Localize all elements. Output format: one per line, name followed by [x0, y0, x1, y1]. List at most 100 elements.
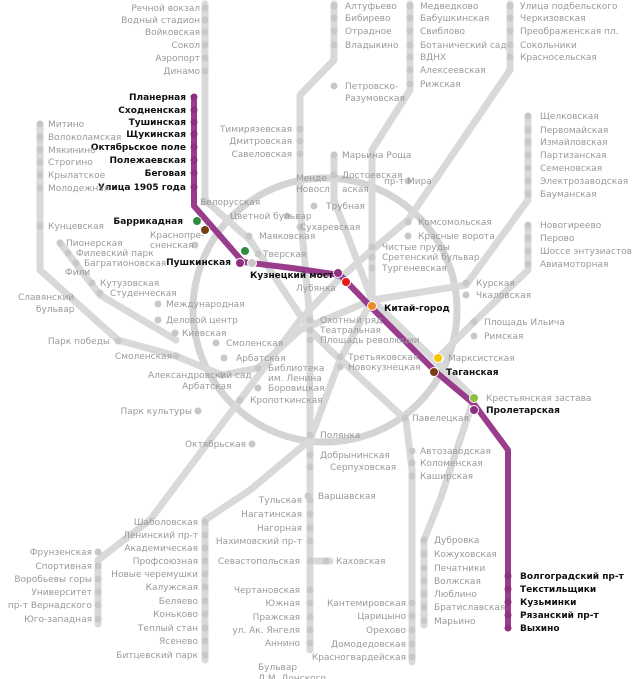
- station-label[interactable]: Речной вокзал: [131, 4, 200, 14]
- station-dot[interactable]: [171, 329, 179, 337]
- station-dot[interactable]: [201, 597, 209, 605]
- station-dot[interactable]: [96, 289, 104, 297]
- station-dot[interactable]: [154, 300, 162, 308]
- station-dot[interactable]: [201, 610, 209, 618]
- transfer-dot[interactable]: [333, 268, 343, 278]
- transfer-dot[interactable]: [469, 393, 479, 403]
- station-dot[interactable]: [420, 603, 428, 611]
- station-label[interactable]: Фрунзенская: [30, 548, 92, 558]
- station-label[interactable]: Теплый стан: [137, 624, 198, 634]
- station-label[interactable]: Бульвар: [258, 663, 297, 673]
- station-label[interactable]: Мякинино: [48, 146, 96, 156]
- station-label[interactable]: Кузьминки: [520, 598, 576, 608]
- station-dot[interactable]: [201, 67, 209, 75]
- station-dot[interactable]: [248, 440, 256, 448]
- station-label[interactable]: Маяковская: [259, 232, 315, 242]
- transfer-dot[interactable]: [247, 258, 257, 268]
- station-label[interactable]: Академическая: [124, 544, 198, 554]
- station-label[interactable]: Владыкино: [345, 41, 399, 51]
- station-label[interactable]: Дубровка: [434, 536, 479, 546]
- station-dot[interactable]: [201, 54, 209, 62]
- station-label[interactable]: Бауманская: [540, 190, 597, 200]
- station-dot[interactable]: [336, 363, 344, 371]
- station-label[interactable]: Молодежная: [48, 184, 109, 194]
- station-label[interactable]: Краснопре-: [150, 231, 204, 241]
- station-dot[interactable]: [306, 586, 314, 594]
- station-label[interactable]: Нагорная: [257, 524, 302, 534]
- station-label[interactable]: Нагатинская: [241, 510, 302, 520]
- station-label[interactable]: Южная: [265, 599, 300, 609]
- station-dot[interactable]: [190, 169, 198, 177]
- station-label[interactable]: Кузнецкий мост: [250, 271, 334, 281]
- station-label[interactable]: Пионерская: [66, 239, 123, 249]
- station-dot[interactable]: [306, 496, 314, 504]
- station-dot[interactable]: [36, 120, 44, 128]
- station-dot[interactable]: [462, 279, 470, 287]
- station-label[interactable]: Волгоградский пр-т: [520, 572, 625, 582]
- station-label[interactable]: Тверская: [262, 250, 306, 260]
- station-dot[interactable]: [190, 106, 198, 114]
- station-label[interactable]: Менде: [296, 174, 327, 184]
- station-dot[interactable]: [306, 639, 314, 647]
- station-dot[interactable]: [506, 2, 514, 10]
- station-label[interactable]: Александровский сад: [148, 371, 252, 381]
- station-dot[interactable]: [36, 171, 44, 179]
- station-dot[interactable]: [406, 2, 414, 10]
- station-label[interactable]: Авиамоторная: [540, 260, 608, 270]
- station-dot[interactable]: [524, 260, 532, 268]
- transfer-dot[interactable]: [433, 353, 443, 363]
- station-dot[interactable]: [504, 572, 512, 580]
- station-dot[interactable]: [330, 2, 338, 10]
- station-label[interactable]: Митино: [48, 120, 85, 130]
- station-label[interactable]: бульвар: [36, 305, 75, 315]
- station-dot[interactable]: [524, 151, 532, 159]
- station-label[interactable]: Красные ворота: [418, 232, 495, 242]
- station-label[interactable]: пр-т Вернадского: [8, 601, 93, 611]
- station-label[interactable]: Марксистская: [448, 354, 515, 364]
- station-label[interactable]: Пушкинская: [166, 258, 231, 268]
- station-label[interactable]: Севастопольская: [218, 557, 300, 567]
- station-dot[interactable]: [330, 14, 338, 22]
- station-dot[interactable]: [191, 241, 199, 249]
- station-label[interactable]: Трубная: [325, 202, 365, 212]
- station-dot[interactable]: [306, 510, 314, 518]
- station-label[interactable]: Печатники: [434, 564, 486, 574]
- station-label[interactable]: Университет: [31, 588, 92, 598]
- transfer-dot[interactable]: [367, 301, 377, 311]
- station-label[interactable]: Варшавская: [318, 492, 376, 502]
- station-label[interactable]: Бибирево: [345, 14, 391, 24]
- station-dot[interactable]: [408, 447, 416, 455]
- station-label[interactable]: Багратионовская: [84, 259, 166, 269]
- station-label[interactable]: Ленинский пр-т: [123, 531, 198, 541]
- station-label[interactable]: Отрадное: [345, 27, 392, 37]
- station-label[interactable]: Парк победы: [48, 337, 110, 347]
- station-label[interactable]: Калужская: [146, 583, 198, 593]
- station-label[interactable]: Арбатская: [236, 354, 286, 364]
- station-label[interactable]: ул. Ак. Янгеля: [232, 626, 300, 636]
- station-label[interactable]: Новосл: [296, 185, 330, 195]
- station-label[interactable]: Аэропорт: [155, 54, 200, 64]
- station-label[interactable]: Д.М. Донского: [258, 674, 326, 679]
- station-dot[interactable]: [201, 41, 209, 49]
- station-dot[interactable]: [306, 431, 314, 439]
- station-label[interactable]: Сокол: [172, 41, 201, 51]
- station-label[interactable]: Щелковская: [540, 112, 599, 122]
- station-label[interactable]: Пражская: [253, 613, 300, 623]
- station-dot[interactable]: [506, 53, 514, 61]
- station-dot[interactable]: [470, 318, 478, 326]
- station-label[interactable]: Международная: [166, 300, 245, 310]
- station-label[interactable]: им. Ленина: [268, 374, 322, 384]
- station-label[interactable]: Измайловская: [540, 138, 608, 148]
- station-dot[interactable]: [283, 212, 291, 220]
- station-dot[interactable]: [201, 557, 209, 565]
- station-dot[interactable]: [306, 626, 314, 634]
- station-label[interactable]: Филевский парк: [76, 249, 154, 259]
- station-label[interactable]: Парк культуры: [121, 407, 193, 417]
- station-dot[interactable]: [296, 223, 304, 231]
- station-label[interactable]: Студенческая: [110, 289, 177, 299]
- station-dot[interactable]: [190, 183, 198, 191]
- station-label[interactable]: ВДНХ: [420, 53, 446, 63]
- station-label[interactable]: Новогиреево: [540, 221, 602, 231]
- station-label[interactable]: Беговая: [145, 169, 187, 179]
- station-label[interactable]: Достоевская: [342, 171, 402, 181]
